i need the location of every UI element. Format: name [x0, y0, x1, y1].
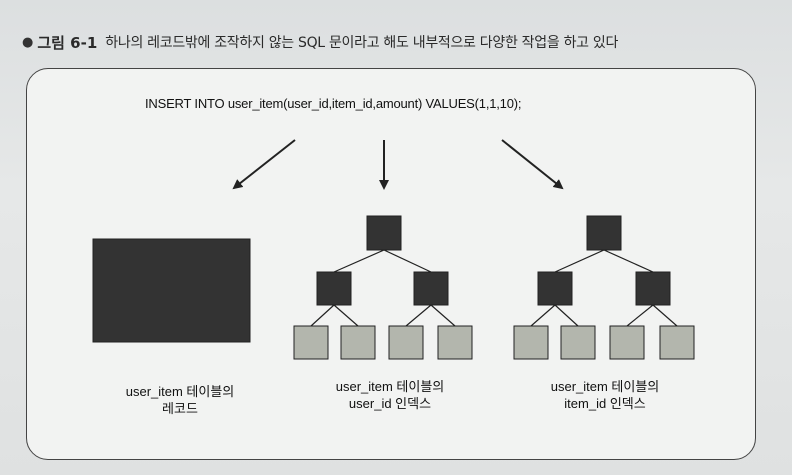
item-id-index-label-line2: item_id 인덱스: [564, 396, 646, 411]
index-branch-node: [413, 271, 449, 306]
record-label-line1: user_item 테이블의: [125, 384, 235, 399]
user-id-index-label-line1: user_item 테이블의: [335, 379, 445, 394]
sql-statement: INSERT INTO user_item(user_id,item_id,am…: [145, 96, 522, 111]
item-id-index-label: user_item 테이블의 item_id 인덱스: [525, 378, 685, 412]
index-leaf-node: [437, 325, 473, 360]
index-branch-node: [537, 271, 573, 306]
index-branch-node: [635, 271, 671, 306]
arrow-to-item-id-index: [501, 139, 564, 190]
index-leaf-node: [293, 325, 329, 360]
arrow-to-record: [232, 139, 296, 190]
item-id-index-tree: [513, 215, 695, 360]
table-record-block: [92, 238, 251, 343]
record-label: user_item 테이블의 레코드: [100, 383, 260, 417]
index-leaf-node: [340, 325, 376, 360]
index-root-node: [366, 215, 402, 251]
index-branch-node: [316, 271, 352, 306]
index-root-node: [586, 215, 622, 251]
index-leaf-node: [659, 325, 695, 360]
user-id-index-label: user_item 테이블의 user_id 인덱스: [310, 378, 470, 412]
index-leaf-node: [388, 325, 424, 360]
index-leaf-node: [609, 325, 645, 360]
item-id-index-label-line1: user_item 테이블의: [550, 379, 660, 394]
caption-bullet-icon: ●: [22, 34, 34, 50]
user-id-index-label-line2: user_id 인덱스: [348, 396, 432, 411]
index-leaf-node: [513, 325, 549, 360]
user-id-index-tree: [293, 215, 473, 360]
index-leaf-node: [560, 325, 596, 360]
record-label-line2: 레코드: [162, 401, 198, 416]
figure-number: 그림 6-1: [37, 33, 98, 52]
figure-caption: ● 그림 6-1 하나의 레코드밖에 조작하지 않는 SQL 문이라고 해도 내…: [22, 30, 618, 54]
figure-title: 하나의 레코드밖에 조작하지 않는 SQL 문이라고 해도 내부적으로 다양한 …: [105, 35, 619, 51]
